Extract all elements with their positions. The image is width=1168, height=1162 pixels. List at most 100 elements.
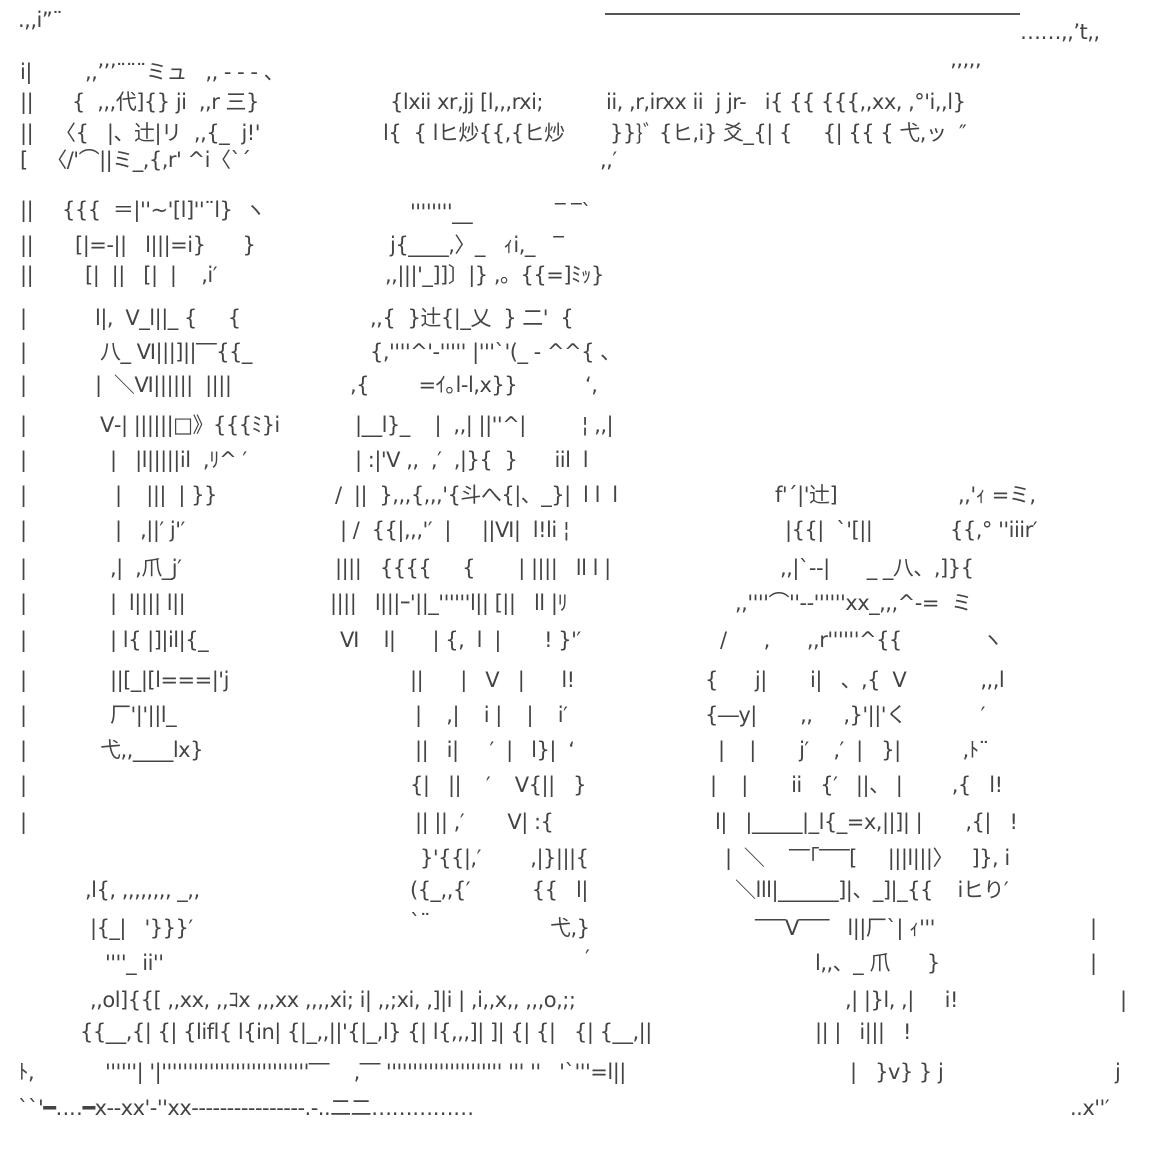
art-line-segment: ii, ,r,irxx ii j jr- i{ {{ {{{,,xx, ,°'i… [606, 90, 966, 114]
art-line-segment: ''''''''__ [410, 200, 473, 224]
art-line-segment: | l|||| l|| [110, 591, 186, 615]
art-line-segment: / || },,,{,,,'{斗へ{|、_}| l l l [335, 483, 618, 507]
art-line-segment: ..x''′ [1070, 1096, 1110, 1120]
art-line-segment: ,,''''⌒''‐‐''''''xx_,,,^-= ミ [735, 591, 972, 615]
art-line-segment: ,,'ｨ =ミ, [958, 483, 1036, 507]
art-line-segment: [|=-|| l|||=i} } [75, 233, 256, 257]
art-line-segment: | [20, 306, 27, 330]
art-line-segment: {{{ ＝|''~'[l]''¨l} ヽ [62, 198, 266, 222]
art-line-segment: ,| ,爪_j′ [110, 556, 182, 580]
art-line-segment: || [20, 90, 34, 114]
art-line-segment: | ||| | }} [115, 483, 217, 507]
art-line-segment: }'{{|,′ ,|}|||{ [420, 846, 589, 870]
art-line-segment: l| |_____|_l{_=x,||]| | ,{| ! [715, 810, 1018, 834]
art-line-segment: | [20, 340, 27, 364]
art-line-segment: }}}ﾞ {ヒ,i} 爻_{| { {| {{ { 弋,ッ ″ [610, 121, 967, 145]
art-line-segment: ,,{ }辻{|_乂 } 二' { [370, 306, 574, 330]
art-line-segment: 厂'|'||l_ [110, 703, 177, 727]
art-line-segment: {{,° ''iiir′ [950, 518, 1038, 542]
art-line-segment: ＼lll|______]|、_]|_{{ iヒり′ [735, 878, 1009, 902]
art-line-segment: || [20, 233, 34, 257]
art-line-segment: | [20, 448, 27, 472]
art-line-segment: Ⅵ l| | {, l | ! }'′ [340, 628, 581, 652]
art-line-segment: || || ,′ V| :{ [415, 810, 554, 834]
art-line-segment: 〈{ |、辻|リ ,,{_ j!' [55, 121, 260, 145]
art-line-segment: ||[_|[l===|'j [110, 668, 229, 692]
art-line-segment: ,| |}l, ,| i! [845, 988, 958, 1012]
art-line-segment: ‾ ‾` [555, 200, 592, 224]
art-line-segment: [| || [| | ,i′ [85, 263, 217, 287]
art-line-segment: { j| i| 、,{ V ,,,l [705, 668, 1005, 692]
art-line-segment: ,,’’’¨¨¨ミュ ,, - - - 、 [85, 60, 285, 84]
art-line-segment: {,''''^'‐''''' |'''`'(_ ‐ ^^{ 、 [370, 340, 621, 364]
art-line-segment: { ,,,代]{} ji ,,r 三} [72, 90, 259, 114]
art-line-segment: | [1090, 916, 1097, 940]
art-line-segment: | |l|||||il ,ﾘ^ ′ [110, 448, 247, 472]
art-line-segment: | [20, 738, 27, 762]
art-line-segment: {lxii xr,jj [l,,,rxi; [390, 90, 544, 114]
art-line-segment: l|, V_l||_ { { [95, 306, 241, 330]
art-line-segment: | [20, 810, 27, 834]
art-line-segment: || [20, 198, 34, 222]
art-line-segment: ,l{, ,,,,,,,, _,, [85, 878, 200, 902]
art-line-segment: |||| {{{{ { | |||| ll l | [335, 556, 611, 580]
art-line-segment: |{_| '}}}′ [90, 916, 193, 940]
art-line-segment: 弋,} [550, 916, 590, 940]
art-line-segment: 弋,,____lx} [100, 738, 203, 762]
art-line-segment: | [1120, 988, 1127, 1012]
art-line-segment: | [20, 373, 27, 397]
art-line-segment: || | V | l! [410, 668, 575, 692]
art-line-segment: | [20, 668, 27, 692]
art-line-segment: ,,|`‐‐| _ _八、,]}{ [780, 556, 974, 580]
art-line-segment: | ,||′ j'′ [115, 518, 185, 542]
art-line-segment: | [1090, 951, 1097, 975]
art-line-segment: {―y| ,, ,}'||'く ′ [705, 703, 985, 727]
art-line-segment: {| || ′ V{|| } [410, 773, 587, 797]
art-line-segment: | :|'V ,, ,′ ,|}{ } iil l [355, 448, 589, 472]
art-line-segment: | [20, 518, 27, 542]
art-line-segment: | ＼Ⅵ|||||| |||| [95, 373, 232, 397]
art-line-segment: ''''''| '|''''''''''''''''''''''''''''‾‾… [105, 1060, 626, 1084]
art-line-segment: | [20, 413, 27, 437]
art-line-segment: |||| l|||ｰ'||_''''''l|| [|| ll |ﾘ [330, 591, 568, 615]
art-line-segment: | [20, 628, 27, 652]
art-line-segment: ,,|||'_]]〕|} ,。{{=]ﾐｯ} [385, 263, 604, 287]
art-line-segment: |__l}_ | ,,| ||''^| ¦ ,,| [355, 413, 614, 437]
art-line-segment: ,,′ [600, 148, 617, 172]
art-line-segment: l{ { lヒ炒{{,{ヒ炒 [383, 121, 565, 145]
art-line-segment: ’’’’’ [950, 60, 981, 84]
art-line-segment: ({_,,{′ {{ l| [410, 878, 588, 902]
art-line-segment: ……,,’t,, [1020, 20, 1100, 44]
art-line-segment: | [20, 483, 27, 507]
art-line-segment: |{{| `'[|| [785, 518, 873, 542]
art-line-segment: | [20, 773, 27, 797]
art-line-segment: ﾄ, [18, 1060, 35, 1084]
top-border-line [605, 13, 1020, 15]
art-line-segment: ``'━‥‥━x‐‐xx'‐''xx‐‐‐‐‐‐‐‐‐‐‐‐‐‐‐‐.‐..二二… [18, 1096, 474, 1120]
art-line-segment: i| [20, 60, 32, 84]
art-line-segment: | ,| i | | i′ [415, 703, 568, 727]
art-line-segment: | [20, 556, 27, 580]
art-line-segment: 八_ Ⅵ|||]||‾‾{{_ [100, 340, 252, 364]
art-line-segment: `¨ [410, 910, 431, 934]
art-line-segment: || i| ′ | l}| ‘ [415, 738, 575, 762]
art-line-segment: ‾‾‾V‾‾‾ l||厂`| ｨ''' [755, 916, 935, 940]
art-line-segment: ,{ =ｲ｡l-l,x}} ‘, [350, 373, 598, 397]
art-line-segment: ,,ol]{{[ ,,xx, ,,ｺx ,,,xx ,,,,xi; i| ,,;… [90, 988, 576, 1012]
art-line-segment: | [20, 591, 27, 615]
art-line-segment: / , ,,r''''''^{{ ヽ [720, 628, 1003, 652]
art-line-segment: | }v} } j [850, 1060, 944, 1084]
art-line-segment: [ 〈/'⌒||ミ_,{,r' ^i〈`´ [20, 148, 251, 172]
art-line-segment: | | j′ ,′ | }| ,ﾄ¨ [718, 738, 989, 762]
art-line-segment: || [20, 121, 34, 145]
art-line-segment: | | ii {′ ||、 | ,{ l! [710, 773, 1003, 797]
art-line-segment: || [20, 263, 34, 287]
art-line-segment: | ＼ ‾‾｢‾‾‾[ |||l|||〉 ]}, i [725, 846, 1010, 870]
art-line-segment: f'´|'辻] [775, 483, 838, 507]
art-line-segment: {{__,{| {| {lifl{ l{in| {|_,,||'{|_,l} {… [80, 1020, 652, 1044]
art-line-segment: j [1115, 1060, 1121, 1084]
art-line-segment: ''''_ ii'' [105, 951, 164, 975]
art-line-segment: j{____,〉_ ｨi,_ ‾ [390, 233, 564, 257]
art-line-segment: | / {{|,,,'′ | ||Ⅵ| l!li ¦ [340, 518, 570, 542]
